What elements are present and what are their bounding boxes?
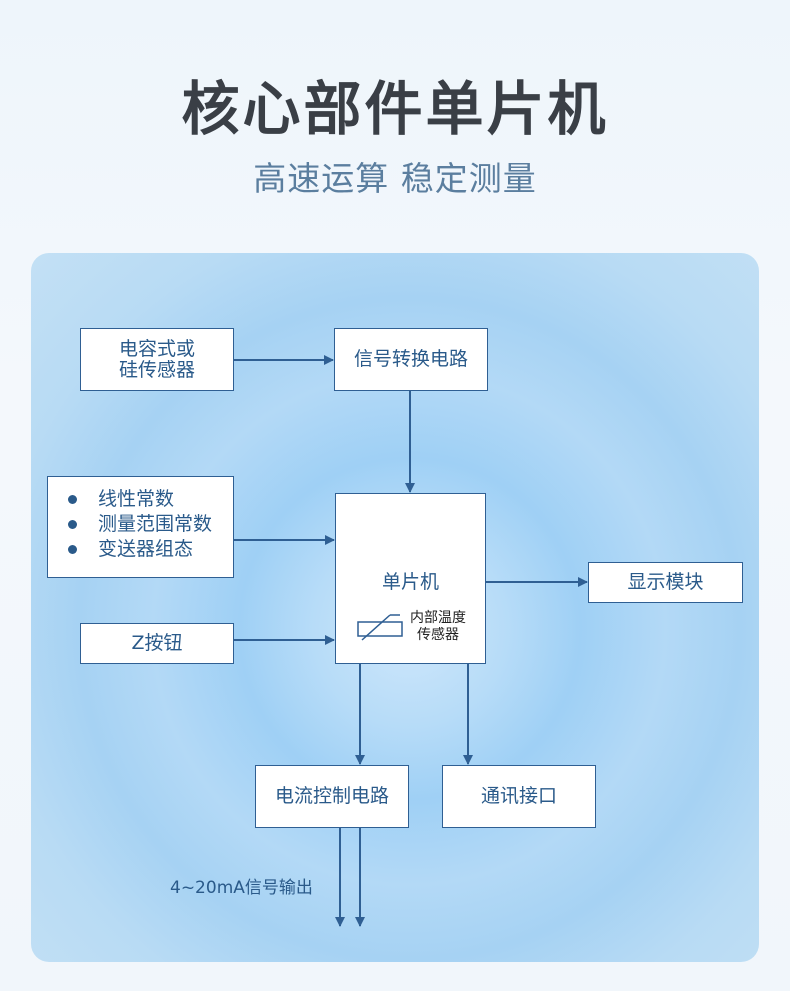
display-module-label: 显示模块 [627, 571, 704, 593]
parameter-item: 测量范围常数 [48, 512, 233, 537]
internal-temp-sensor-label: 内部温度 传感器 [398, 610, 478, 644]
bullet-icon [68, 520, 77, 529]
parameter-label: 线性常数 [98, 488, 175, 510]
mcu-label: 单片机 [381, 571, 439, 593]
sensor-box-line2: 硅传感器 [118, 358, 195, 381]
z-button-box: Z按钮 [80, 623, 234, 664]
parameter-label: 变送器组态 [98, 538, 194, 560]
parameters-box: 线性常数 测量范围常数 变送器组态 [47, 476, 234, 578]
parameter-item: 变送器组态 [48, 537, 233, 562]
display-module-box: 显示模块 [588, 562, 743, 603]
sensor-box: 电容式或 硅传感器 [80, 328, 234, 391]
signal-conversion-box: 信号转换电路 [334, 328, 488, 391]
page-title: 核心部件单片机 [181, 75, 609, 143]
comm-interface-box: 通讯接口 [442, 765, 596, 828]
comm-interface-label: 通讯接口 [480, 785, 557, 807]
current-control-label: 电流控制电路 [274, 785, 389, 807]
thermistor-icon [357, 614, 403, 641]
current-control-box: 电流控制电路 [255, 765, 409, 828]
output-signal-label: 4~20mA信号输出 [170, 878, 313, 898]
internal-sensor-line2: 传感器 [417, 627, 459, 643]
bullet-icon [68, 495, 77, 504]
sensor-box-line1: 电容式或 [118, 337, 195, 360]
bullet-icon [68, 545, 77, 554]
page-subtitle: 高速运算 稳定测量 [253, 159, 537, 198]
parameter-label: 测量范围常数 [98, 513, 213, 535]
internal-sensor-line1: 内部温度 [410, 610, 466, 626]
signal-conversion-label: 信号转换电路 [353, 348, 468, 370]
z-button-label: Z按钮 [131, 632, 183, 654]
parameters-list: 线性常数 测量范围常数 变送器组态 [48, 487, 233, 562]
parameter-item: 线性常数 [48, 487, 233, 512]
mcu-box: 单片机 内部温度 传感器 [335, 493, 486, 664]
